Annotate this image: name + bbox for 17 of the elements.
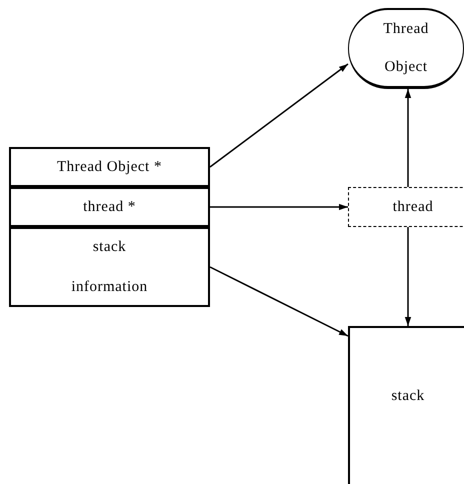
stack-box (348, 326, 464, 484)
node-label: Thread Object (382, 20, 430, 77)
arrow (404, 227, 412, 326)
arrow (210, 63, 348, 168)
node-label: Thread Object * (57, 158, 162, 177)
node-label: stack (390, 387, 426, 406)
object-node (348, 8, 464, 89)
arrow (210, 204, 348, 210)
node-label: stack information (70, 238, 149, 297)
arrow (210, 266, 348, 337)
thread-box (348, 187, 464, 227)
arrow (404, 89, 412, 187)
node-label: thread * (83, 198, 136, 217)
table-row (9, 147, 210, 187)
table-row (9, 187, 210, 227)
table-row (9, 227, 210, 307)
node-label: thread (392, 198, 434, 217)
